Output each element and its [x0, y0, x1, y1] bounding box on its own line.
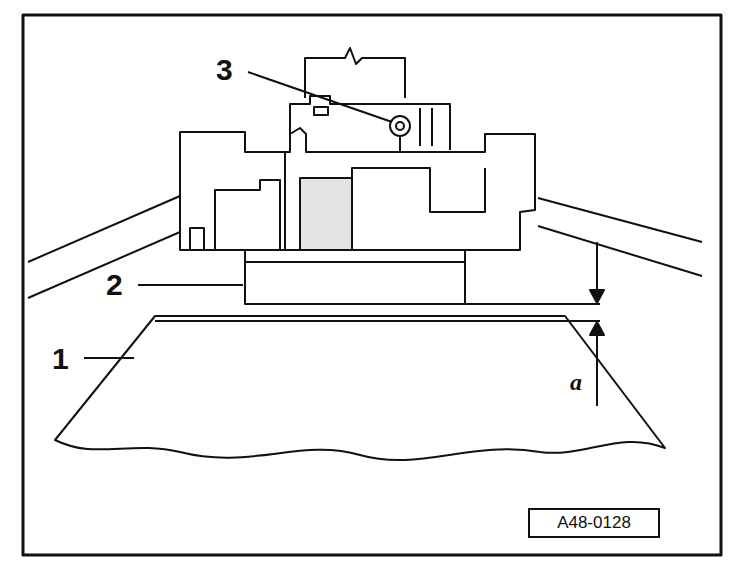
leader-line	[84, 357, 134, 359]
base-detail	[284, 152, 286, 250]
windshield-line	[538, 226, 702, 276]
mirror-stem	[305, 48, 405, 98]
clip-detail	[419, 108, 421, 146]
clip-detail	[431, 108, 433, 146]
screw	[390, 116, 410, 136]
mirror-base	[180, 128, 535, 250]
screw	[396, 122, 404, 130]
windshield-line	[538, 198, 702, 242]
clip-detail	[314, 107, 328, 115]
callout-number: 2	[104, 270, 125, 300]
screw-shaft	[399, 136, 401, 152]
leader-line	[248, 72, 392, 122]
frame-border	[23, 15, 721, 555]
base-detail	[215, 180, 280, 250]
base-detail	[352, 168, 485, 250]
base-detail	[190, 228, 204, 250]
windshield-line	[28, 196, 180, 262]
arrowhead	[590, 322, 604, 335]
windshield-glass	[55, 316, 665, 460]
pad-edge	[464, 250, 466, 262]
figure-code: A48-0128	[557, 513, 631, 533]
glass-edge	[155, 320, 600, 322]
pad-edge	[244, 250, 246, 262]
pad	[245, 262, 465, 304]
dimension-extension	[465, 303, 600, 305]
dimension-label: a	[568, 370, 584, 394]
base-detail	[300, 178, 352, 250]
callout-number: 1	[50, 344, 71, 374]
figure-code-box: A48-0128	[528, 508, 660, 538]
callout-number: 3	[214, 55, 235, 85]
clip-housing	[290, 96, 450, 150]
arrowhead	[590, 290, 604, 303]
leader-line	[138, 284, 243, 286]
